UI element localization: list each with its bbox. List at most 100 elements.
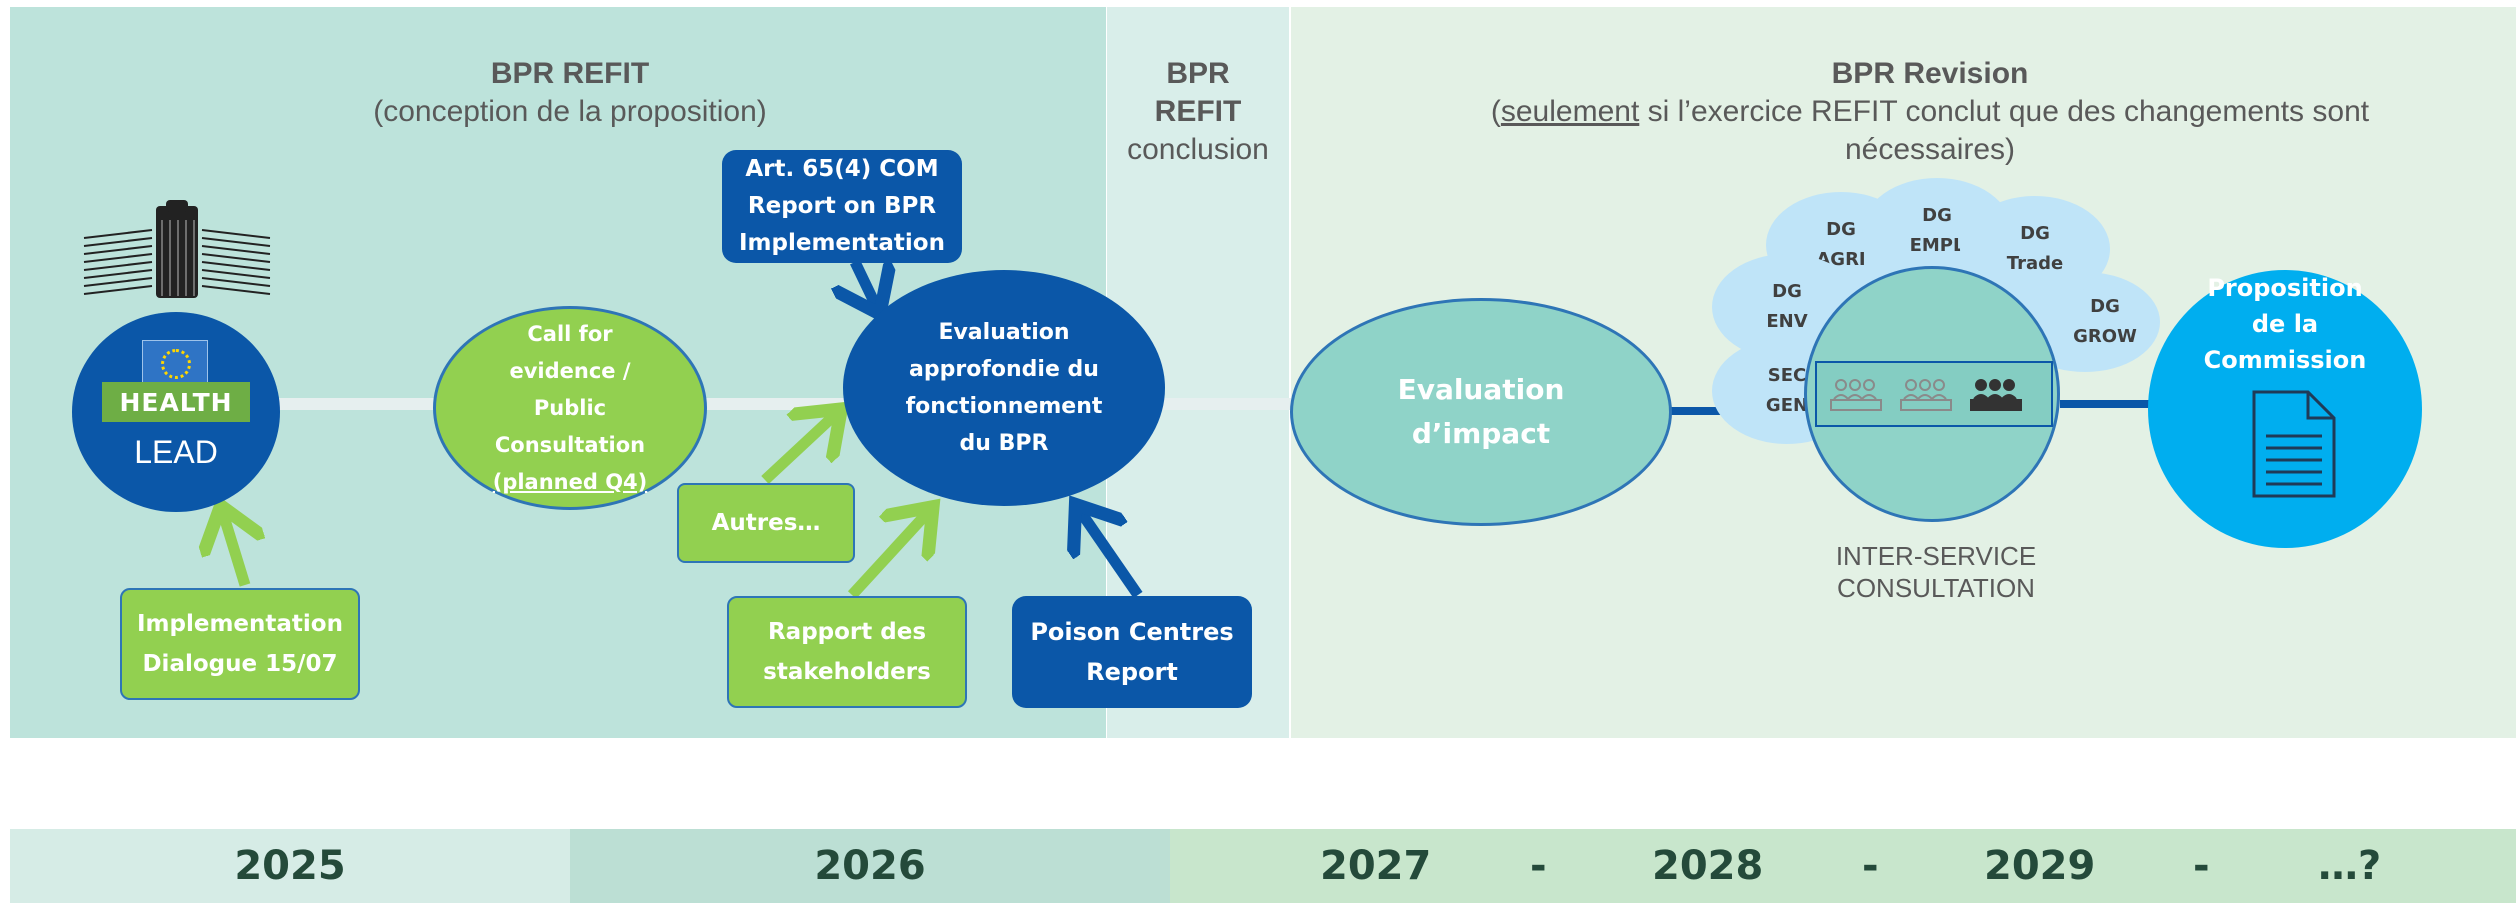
isc-line2: CONSULTATION bbox=[1837, 573, 2035, 603]
timeline-dash-1: - bbox=[1530, 829, 1547, 903]
eval-line4: du BPR bbox=[959, 431, 1049, 456]
year-2025-text: 2025 bbox=[234, 843, 346, 889]
meeting-group-3-icon bbox=[1970, 379, 2022, 411]
timeline-more: …? bbox=[2318, 829, 2381, 903]
impl-line2: Dialogue 15/07 bbox=[142, 651, 338, 677]
impact-line1: Evaluation bbox=[1397, 373, 1565, 406]
call-line2: evidence / bbox=[509, 358, 631, 383]
revision-heading: BPR Revision bbox=[1831, 57, 2029, 90]
refit-title: BPR REFIT (conception de la proposition) bbox=[280, 55, 860, 131]
revision-subtitle-underlined: seulement bbox=[1500, 95, 1640, 128]
timeline-year-2028: 2028 bbox=[1652, 829, 1763, 903]
revision-title: BPR Revision (seulement si l’exercice RE… bbox=[1420, 55, 2440, 169]
call-line5: (planned Q4) bbox=[492, 469, 648, 494]
more-text: …? bbox=[2318, 843, 2382, 889]
lead-label: LEAD bbox=[72, 430, 280, 474]
meeting-group-2-icon bbox=[1900, 379, 1952, 411]
dash-3-text: - bbox=[2193, 843, 2210, 889]
art65-line1: Art. 65(4) COM bbox=[745, 156, 939, 182]
timeline-year-2029: 2029 bbox=[1984, 829, 2095, 903]
revision-subheading: (seulement si l’exercice REFIT conclut q… bbox=[1420, 93, 2440, 131]
dg-trade-cloud: DG Trade bbox=[1960, 196, 2110, 302]
timeline-bar-2027-plus bbox=[1170, 829, 2516, 903]
call-line3: Public bbox=[533, 395, 607, 420]
conclusion-line1: BPR bbox=[1166, 57, 1230, 90]
inter-service-circle bbox=[1804, 266, 2060, 522]
autres-arrow bbox=[761, 412, 838, 485]
proposition-line2: de la bbox=[2251, 310, 2319, 338]
commission-building-icon bbox=[83, 200, 271, 298]
eval-line1: Evaluation bbox=[938, 320, 1070, 345]
art65-arrow bbox=[855, 259, 878, 310]
art65-line3: Implementation bbox=[739, 230, 945, 256]
health-badge-text: HEALTH bbox=[119, 387, 233, 417]
dg-grow-line2: GROW bbox=[2073, 326, 2137, 347]
eval-line3: fonctionnement bbox=[905, 394, 1103, 419]
impact-line2: d’impact bbox=[1411, 417, 1551, 450]
timeline-year-2026: 2026 bbox=[570, 829, 1170, 903]
sec-gen-line2: GEN bbox=[1765, 395, 1809, 416]
poison-line2: Report bbox=[1086, 658, 1178, 686]
year-2026-text: 2026 bbox=[814, 843, 926, 889]
rapport-line1: Rapport des bbox=[767, 619, 927, 645]
dg-env-line1: DG bbox=[1772, 281, 1802, 302]
conclusion-line2: REFIT bbox=[1154, 95, 1242, 128]
call-line1: Call for bbox=[527, 321, 613, 346]
refit-heading: BPR REFIT bbox=[490, 57, 650, 90]
lead-circle: HEALTH LEAD bbox=[72, 312, 280, 512]
isc-line1: INTER-SERVICE bbox=[1835, 541, 2037, 571]
rapport-line2: stakeholders bbox=[763, 659, 931, 685]
implementation-arrow bbox=[222, 510, 245, 587]
isc-label: INTER-SERVICE CONSULTATION bbox=[1780, 540, 2092, 604]
dash-1-text: - bbox=[1530, 843, 1547, 889]
revision-subtitle-line2: nécessaires) bbox=[1844, 133, 2016, 166]
art65-report-box: Art. 65(4) COM Report on BPR Implementat… bbox=[722, 150, 962, 263]
dg-empl-line1: DG bbox=[1922, 205, 1952, 226]
document-icon bbox=[2252, 390, 2336, 498]
year-2027-text: 2027 bbox=[1320, 843, 1432, 889]
autres-box: Autres… bbox=[677, 483, 855, 563]
conclusion-line3: conclusion bbox=[1127, 133, 1269, 166]
autres-text: Autres… bbox=[711, 510, 821, 536]
poison-centres-box: Poison Centres Report bbox=[1012, 596, 1252, 708]
revision-subtitle-open: ( bbox=[1490, 95, 1501, 128]
eval-line2: approfondie du bbox=[909, 357, 1099, 382]
conclusion-title: BPR REFIT conclusion bbox=[1108, 55, 1288, 169]
poison-arrow bbox=[1078, 508, 1143, 599]
sec-gen-line1: SEC bbox=[1767, 365, 1807, 386]
rapport-arrow bbox=[847, 510, 930, 599]
art65-line2: Report on BPR bbox=[747, 193, 937, 219]
timeline-dash-2: - bbox=[1862, 829, 1879, 903]
rapport-stakeholders-box: Rapport des stakeholders bbox=[727, 596, 967, 708]
timeline-bar-2025 bbox=[10, 829, 570, 903]
dg-trade-line2: Trade bbox=[2006, 253, 2064, 274]
dg-env-line2: ENV bbox=[1766, 311, 1808, 332]
impact-assessment-ellipse: Evaluation d’impact bbox=[1290, 298, 1672, 526]
meeting-group-1-icon bbox=[1830, 379, 1882, 411]
year-2028-text: 2028 bbox=[1652, 843, 1764, 889]
implementation-dialogue-box: Implementation Dialogue 15/07 bbox=[120, 588, 360, 700]
dg-agri-line1: DG bbox=[1826, 219, 1856, 240]
poison-line1: Poison Centres bbox=[1030, 618, 1234, 646]
meeting-icons bbox=[1830, 379, 2022, 411]
health-badge: HEALTH bbox=[102, 382, 250, 422]
proposition-label: Proposition de la Commission bbox=[2148, 270, 2422, 420]
refit-subheading: (conception de la proposition) bbox=[373, 95, 767, 128]
lead-label-text: LEAD bbox=[134, 433, 218, 470]
dg-trade-line1: DG bbox=[2020, 223, 2050, 244]
timeline-bar-2026 bbox=[570, 829, 1170, 903]
dg-grow-line1: DG bbox=[2090, 296, 2120, 317]
meeting-panel bbox=[1815, 361, 2053, 427]
proposition-line3: Commission bbox=[2203, 346, 2367, 374]
timeline-year-2027: 2027 bbox=[1320, 829, 1431, 903]
revision-subtitle-rest: si l’exercice REFIT conclut que des chan… bbox=[1639, 95, 2370, 128]
year-2029-text: 2029 bbox=[1984, 843, 2096, 889]
evaluation-bpr-ellipse: Evaluation approfondie du fonctionnement… bbox=[843, 270, 1165, 506]
timeline-dash-3: - bbox=[2193, 829, 2210, 903]
timeline-year-2025: 2025 bbox=[10, 829, 570, 903]
impl-line1: Implementation bbox=[137, 611, 343, 637]
call-line4: Consultation bbox=[494, 432, 646, 457]
proposition-circle: Proposition de la Commission bbox=[2148, 270, 2422, 548]
proposition-line1: Proposition bbox=[2207, 274, 2363, 302]
